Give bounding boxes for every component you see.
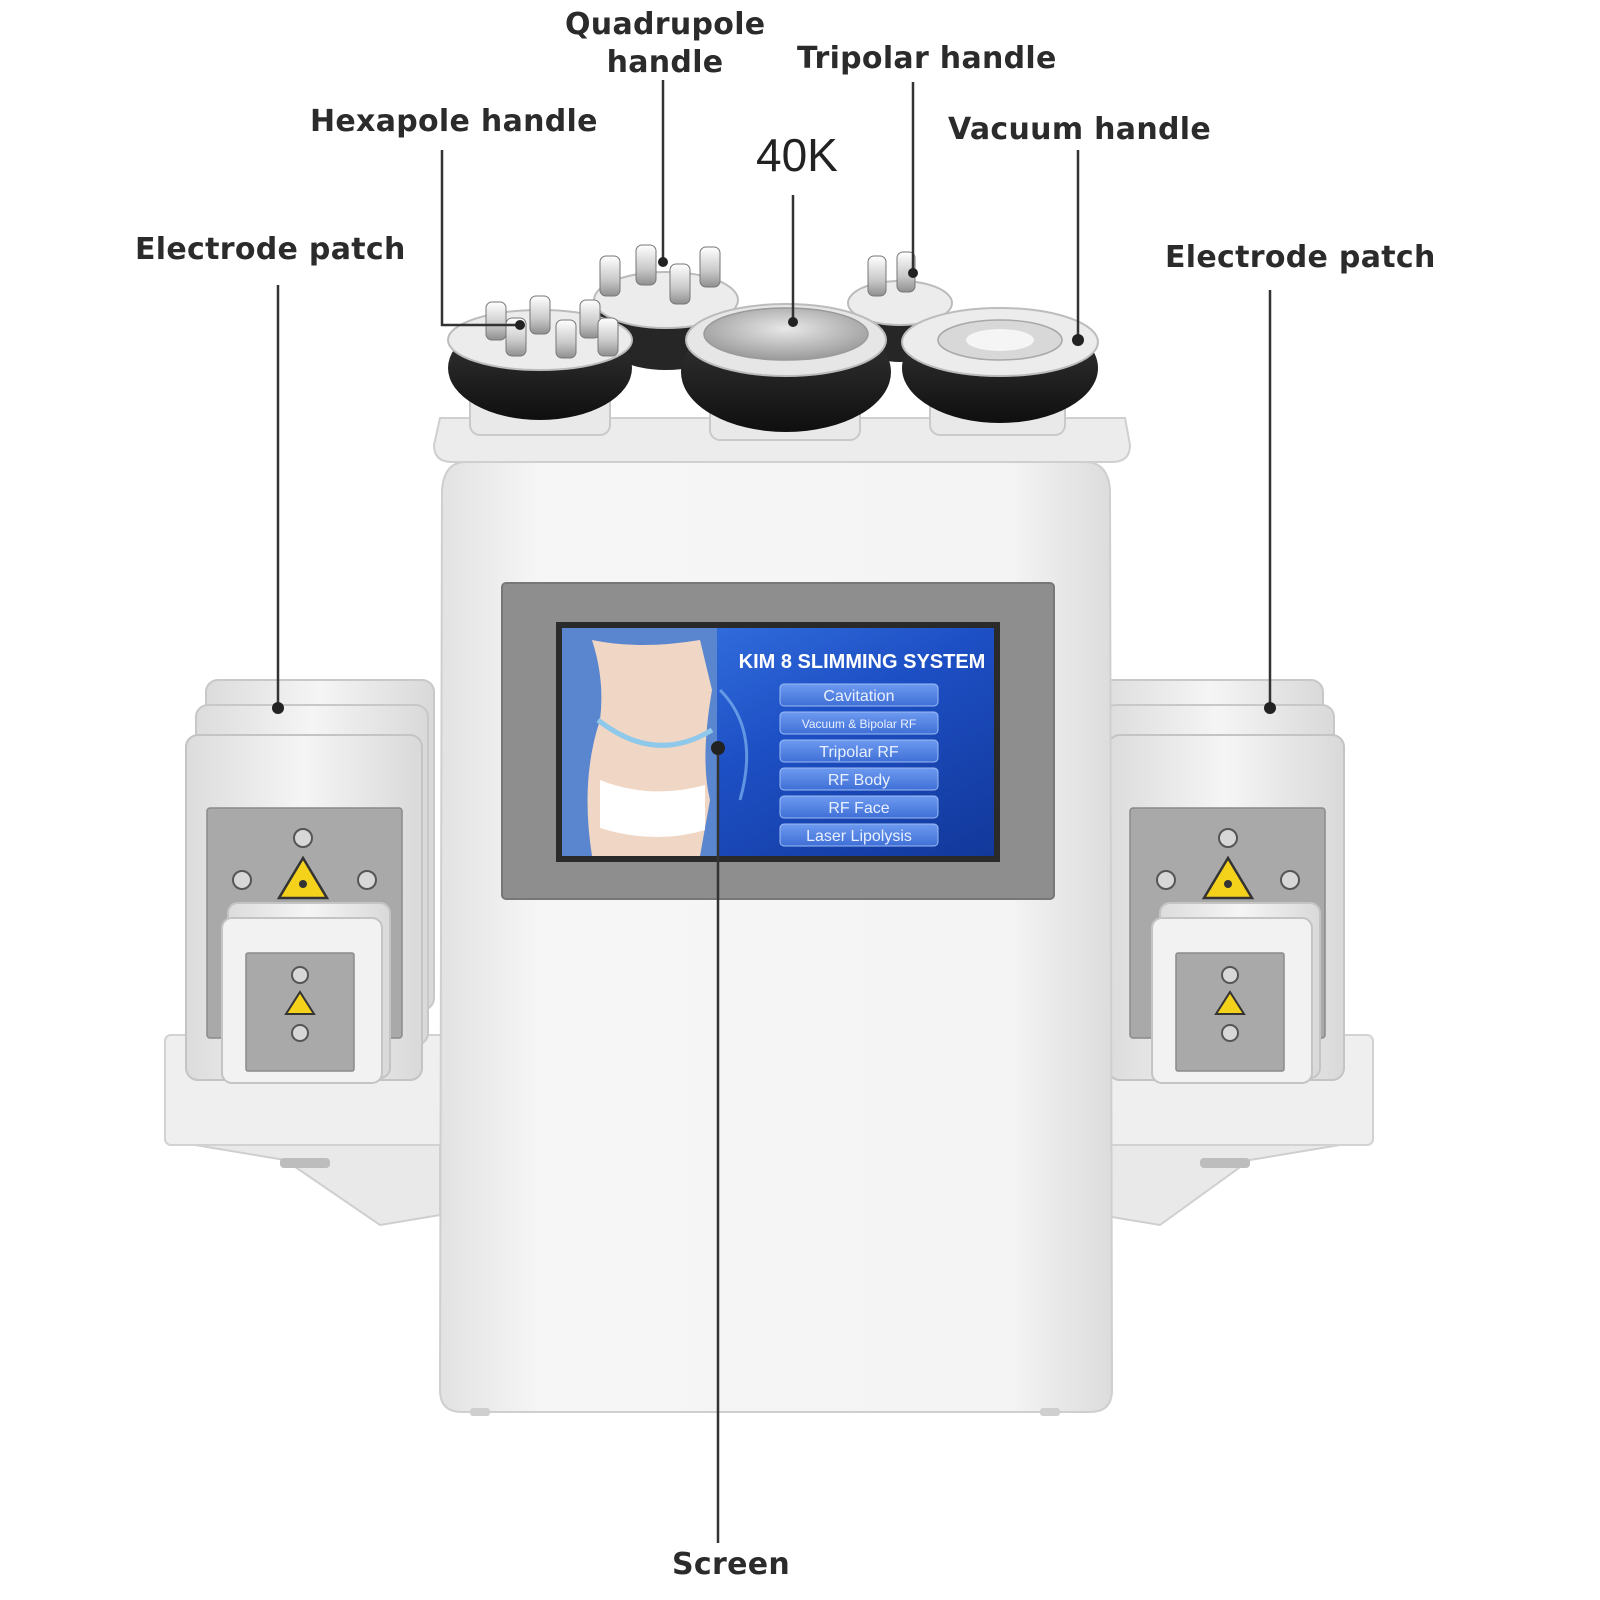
label-tripolar-handle: Tripolar handle	[797, 41, 1057, 76]
leader-dots	[272, 257, 1276, 755]
screen-title: KIM 8 SLIMMING SYSTEM	[739, 651, 986, 673]
label-vacuum-handle: Vacuum handle	[948, 112, 1211, 147]
laser-pads-left	[185, 679, 435, 1084]
label-quadrupole-handle: Quadrupole handle	[565, 6, 765, 82]
screen-menu-item: RF Body	[828, 772, 890, 789]
cavitation-40k-handle	[681, 303, 891, 441]
label-40k: 40K	[756, 129, 838, 181]
screen-menu-item: Vacuum & Bipolar RF	[802, 717, 917, 731]
screen-menu-buttons	[779, 683, 939, 847]
leader-hexapole	[440, 150, 520, 327]
label-electrode-patch-right: Electrode patch	[1165, 240, 1436, 275]
screen-menu-item: Tripolar RF	[819, 744, 899, 761]
screen-torso-image	[562, 628, 749, 856]
leader-lines	[276, 80, 1272, 1543]
label-screen: Screen	[672, 1547, 791, 1582]
label-quadrupole-line2: handle	[606, 45, 724, 80]
vacuum-handle	[901, 307, 1099, 436]
screen-unit: KIM 8 SLIMMING SYSTEM Cavitation Vacuum …	[501, 582, 1055, 900]
laser-pads-right	[1097, 679, 1345, 1084]
label-quadrupole-line1: Quadrupole	[565, 7, 766, 42]
screen-menu-item: RF Face	[828, 800, 889, 817]
label-hexapole-handle: Hexapole handle	[310, 104, 598, 139]
label-electrode-patch-left: Electrode patch	[135, 232, 406, 267]
screen-menu-item: Cavitation	[823, 688, 894, 705]
screen-menu-item: Laser Lipolysis	[806, 828, 912, 845]
